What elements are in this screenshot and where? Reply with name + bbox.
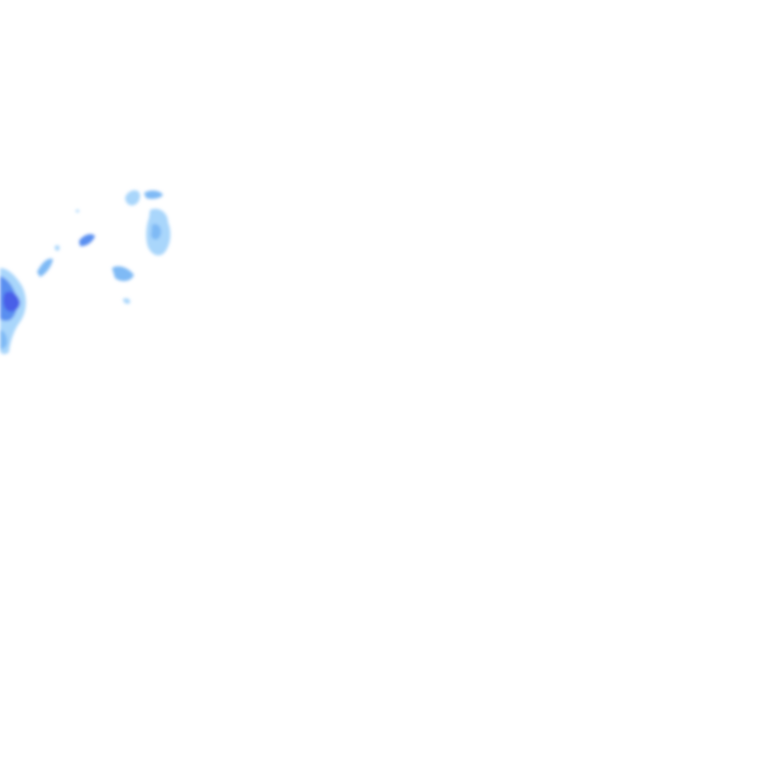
precip-cell — [125, 190, 141, 206]
precip-cell — [151, 223, 162, 240]
precip-cell — [54, 245, 60, 251]
precip-cell — [79, 234, 95, 247]
precip-cell — [3, 291, 20, 312]
precip-cell — [144, 190, 163, 199]
precip-cell — [112, 266, 134, 282]
precip-cell — [0, 330, 8, 349]
precip-cell — [37, 258, 53, 277]
precip-cell — [123, 298, 131, 304]
precip-cell — [75, 209, 80, 213]
